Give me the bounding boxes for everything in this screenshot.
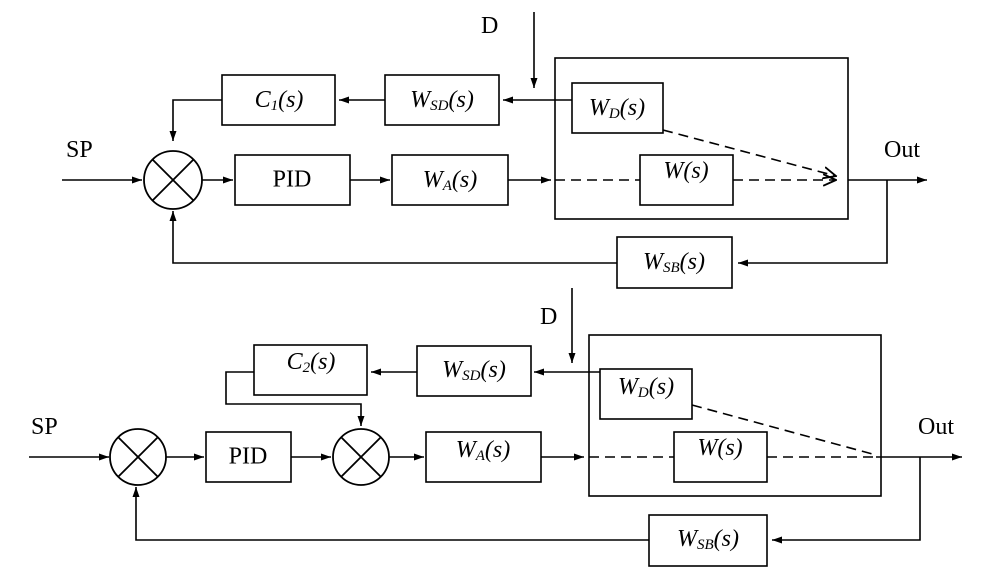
top-dash-from-wd — [662, 129, 836, 176]
bottom-sp-label: SP — [31, 414, 58, 440]
bottom-pid-label: PID — [229, 444, 268, 470]
bottom-c-block — [253, 344, 368, 396]
bottom-d-label: D — [540, 304, 557, 330]
bottom-out-label: Out — [918, 414, 954, 440]
bottom-sum1-cross-b — [117, 436, 159, 478]
top-wa-label: WA(s) — [423, 167, 478, 195]
bottom-wsd-label: WSD(s) — [442, 357, 506, 385]
bottom-wsb-to-sum1-wire — [132, 487, 649, 541]
bottom-feedback-to-wsb-wire — [772, 457, 921, 544]
top-process-frame — [554, 57, 849, 220]
top-feedback-to-wsb-wire — [738, 180, 888, 267]
bottom-sum2-cross-b — [340, 436, 382, 478]
top-c-to-sum-wire — [169, 99, 222, 141]
top-c-label: C1(s) — [255, 87, 304, 115]
top-wsd-label: WSD(s) — [410, 87, 474, 115]
top-pid-block — [234, 154, 351, 206]
bottom-process-frame — [588, 334, 882, 497]
bottom-wsd-block — [416, 345, 532, 397]
top-wd-label: WD(s) — [589, 95, 645, 123]
top-wsd-block — [384, 74, 500, 126]
bottom-wsb-label: WSB(s) — [677, 526, 739, 554]
bottom-wd-block — [599, 368, 693, 420]
top-pid-label: PID — [273, 167, 312, 193]
bottom-diagram: D C2(s) WSD(s) WD(s) SP — [29, 288, 962, 567]
top-c-block — [221, 74, 336, 126]
bottom-pid-block — [205, 431, 292, 483]
top-wd-block — [571, 82, 664, 134]
bottom-c-to-sum2-wire — [225, 371, 365, 426]
top-sum-cross-b — [151, 158, 195, 202]
bottom-c-label: C2(s) — [287, 349, 336, 377]
bottom-wd-label: WD(s) — [618, 374, 674, 402]
top-diagram: D C1(s) WSD(s) WD(s) SP — [62, 12, 927, 289]
top-out-label: Out — [884, 137, 920, 163]
top-wsb-to-sum-wire — [169, 211, 617, 264]
bottom-wa-label: WA(s) — [456, 437, 511, 465]
bottom-wa-block — [425, 431, 542, 483]
bottom-w-label: W(s) — [697, 435, 742, 461]
top-sp-label: SP — [66, 137, 93, 163]
top-wsb-label: WSB(s) — [643, 249, 705, 277]
top-d-label: D — [481, 13, 498, 39]
top-w-label: W(s) — [663, 158, 708, 184]
bottom-w-block — [673, 431, 768, 483]
